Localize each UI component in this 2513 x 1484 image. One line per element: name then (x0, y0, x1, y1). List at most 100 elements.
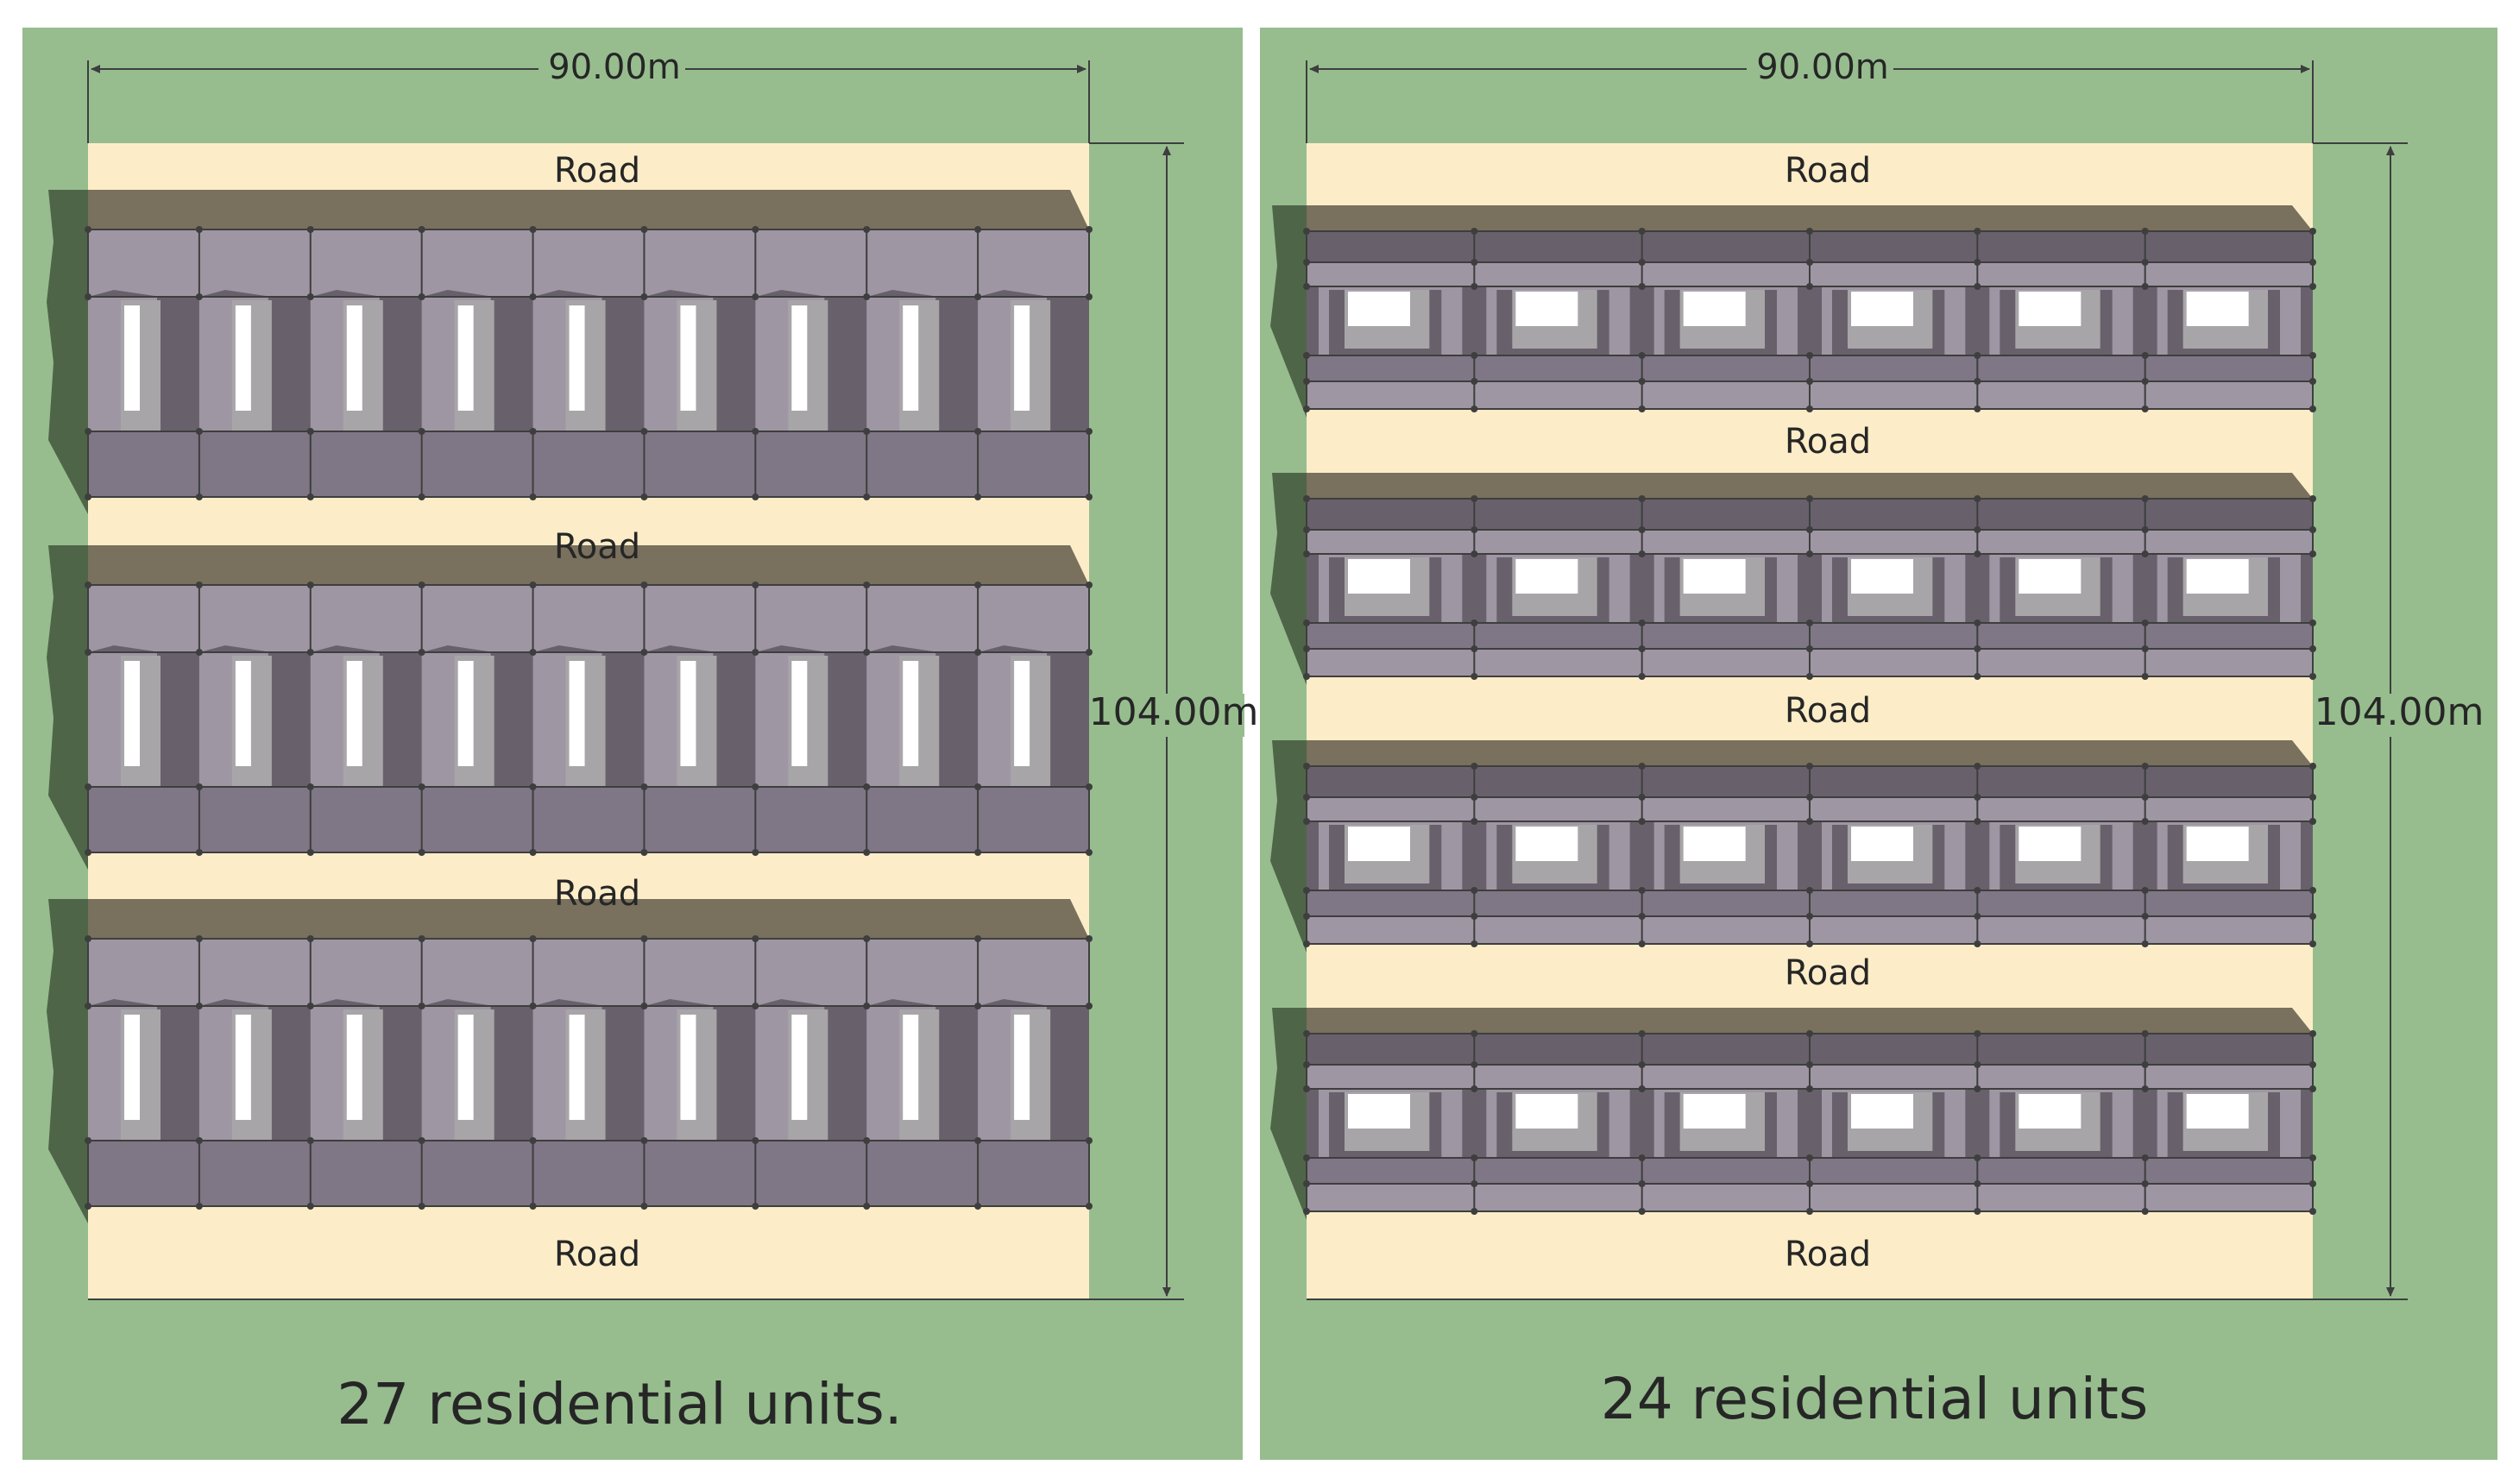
building-shadow (47, 190, 88, 514)
grid-node (863, 226, 871, 233)
unit-skylight (2186, 1094, 2249, 1129)
unit-skylight (235, 1015, 251, 1120)
grid-node (1471, 1180, 1478, 1187)
grid-node (1638, 887, 1646, 894)
grid-node (1806, 940, 1813, 947)
unit-skylight (2186, 559, 2249, 594)
grid-node (195, 1137, 203, 1144)
grid-node (1303, 378, 1310, 385)
roof-middle (1307, 554, 2313, 623)
grid-node (529, 649, 537, 656)
residential-unit (88, 999, 199, 1141)
roof-eave (88, 545, 1089, 585)
grid-node (306, 783, 314, 790)
grid-node (1638, 940, 1646, 947)
grid-node (195, 582, 203, 588)
unit-skylight (1515, 827, 1578, 861)
residential-unit (2157, 821, 2301, 890)
residential-unit (198, 290, 311, 431)
grid-node (1303, 495, 1310, 502)
grid-node (1638, 913, 1646, 920)
grid-node (2309, 526, 2316, 533)
grid-node (1806, 1154, 1813, 1161)
grid-node (85, 226, 91, 233)
unit-skylight (2019, 1094, 2082, 1129)
grid-node (85, 849, 91, 856)
grid-node (1471, 1030, 1478, 1037)
residential-unit (198, 999, 311, 1141)
grid-node (1471, 619, 1478, 626)
unit-ridge (644, 290, 717, 297)
roof-eave (1307, 473, 2313, 499)
grid-node (1471, 526, 1478, 533)
unit-skylight (903, 305, 919, 411)
grid-node (1471, 1154, 1478, 1161)
grid-node (195, 649, 203, 656)
grid-node (640, 428, 648, 435)
unit-skylight (1515, 1094, 1578, 1129)
grid-node (2141, 1180, 2149, 1187)
grid-node (2141, 550, 2149, 557)
grid-node (1086, 849, 1093, 856)
grid-node (1974, 913, 1981, 920)
residential-unit (1486, 554, 1630, 623)
grid-node (2309, 673, 2316, 680)
grid-node (85, 1137, 91, 1144)
grid-node (1638, 283, 1646, 290)
grid-node (2141, 619, 2149, 626)
grid-node (1806, 550, 1813, 557)
grid-node (2141, 1030, 2149, 1037)
unit-ridge (644, 645, 717, 652)
residential-unit (532, 645, 645, 787)
unit-skylight (346, 305, 362, 411)
road-label: Road (554, 151, 640, 191)
residential-unit (2157, 286, 2301, 355)
grid-node (2309, 645, 2316, 652)
unit-skylight (1851, 292, 1913, 326)
grid-node (640, 582, 648, 588)
building-shadow (47, 545, 88, 870)
grid-node (195, 1003, 203, 1009)
grid-node (752, 494, 759, 500)
road-label: Road (1785, 1235, 1871, 1274)
grid-node (1086, 935, 1093, 942)
grid-node (1974, 550, 1981, 557)
residential-unit (755, 290, 867, 431)
unit-ridge (198, 645, 272, 652)
unit-side-roof (601, 297, 645, 431)
grid-node (2141, 913, 2149, 920)
grid-node (2309, 550, 2316, 557)
grid-node (1638, 406, 1646, 412)
residential-unit (1319, 286, 1463, 355)
grid-node (1303, 526, 1310, 533)
unit-side-roof (268, 297, 311, 431)
road-label: Road (1785, 422, 1871, 462)
residential-unit (88, 645, 199, 787)
grid-node (1086, 1137, 1093, 1144)
grid-node (1974, 763, 1981, 770)
unit-ridge (532, 645, 606, 652)
unit-ridge (421, 290, 494, 297)
grid-node (306, 582, 314, 588)
unit-skylight (1515, 559, 1578, 594)
residential-unit (1319, 821, 1463, 890)
grid-node (195, 783, 203, 790)
roof-front (88, 939, 1089, 1006)
grid-node (974, 1203, 982, 1210)
grid-node (1806, 259, 1813, 266)
residential-unit (1319, 554, 1463, 623)
grid-node (2309, 1154, 2316, 1161)
grid-node (1303, 1180, 1310, 1187)
grid-node (418, 494, 425, 500)
unit-skylight (346, 1015, 362, 1120)
panel-caption: 24 residential units (1601, 1366, 2149, 1432)
unit-skylight (1683, 827, 1746, 861)
grid-node (1471, 794, 1478, 801)
grid-node (1471, 550, 1478, 557)
residential-unit (978, 645, 1089, 787)
unit-ridge (866, 645, 940, 652)
grid-node (974, 582, 982, 588)
unit-skylight (2186, 292, 2249, 326)
grid-node (2141, 259, 2149, 266)
road-label: Road (554, 527, 640, 567)
